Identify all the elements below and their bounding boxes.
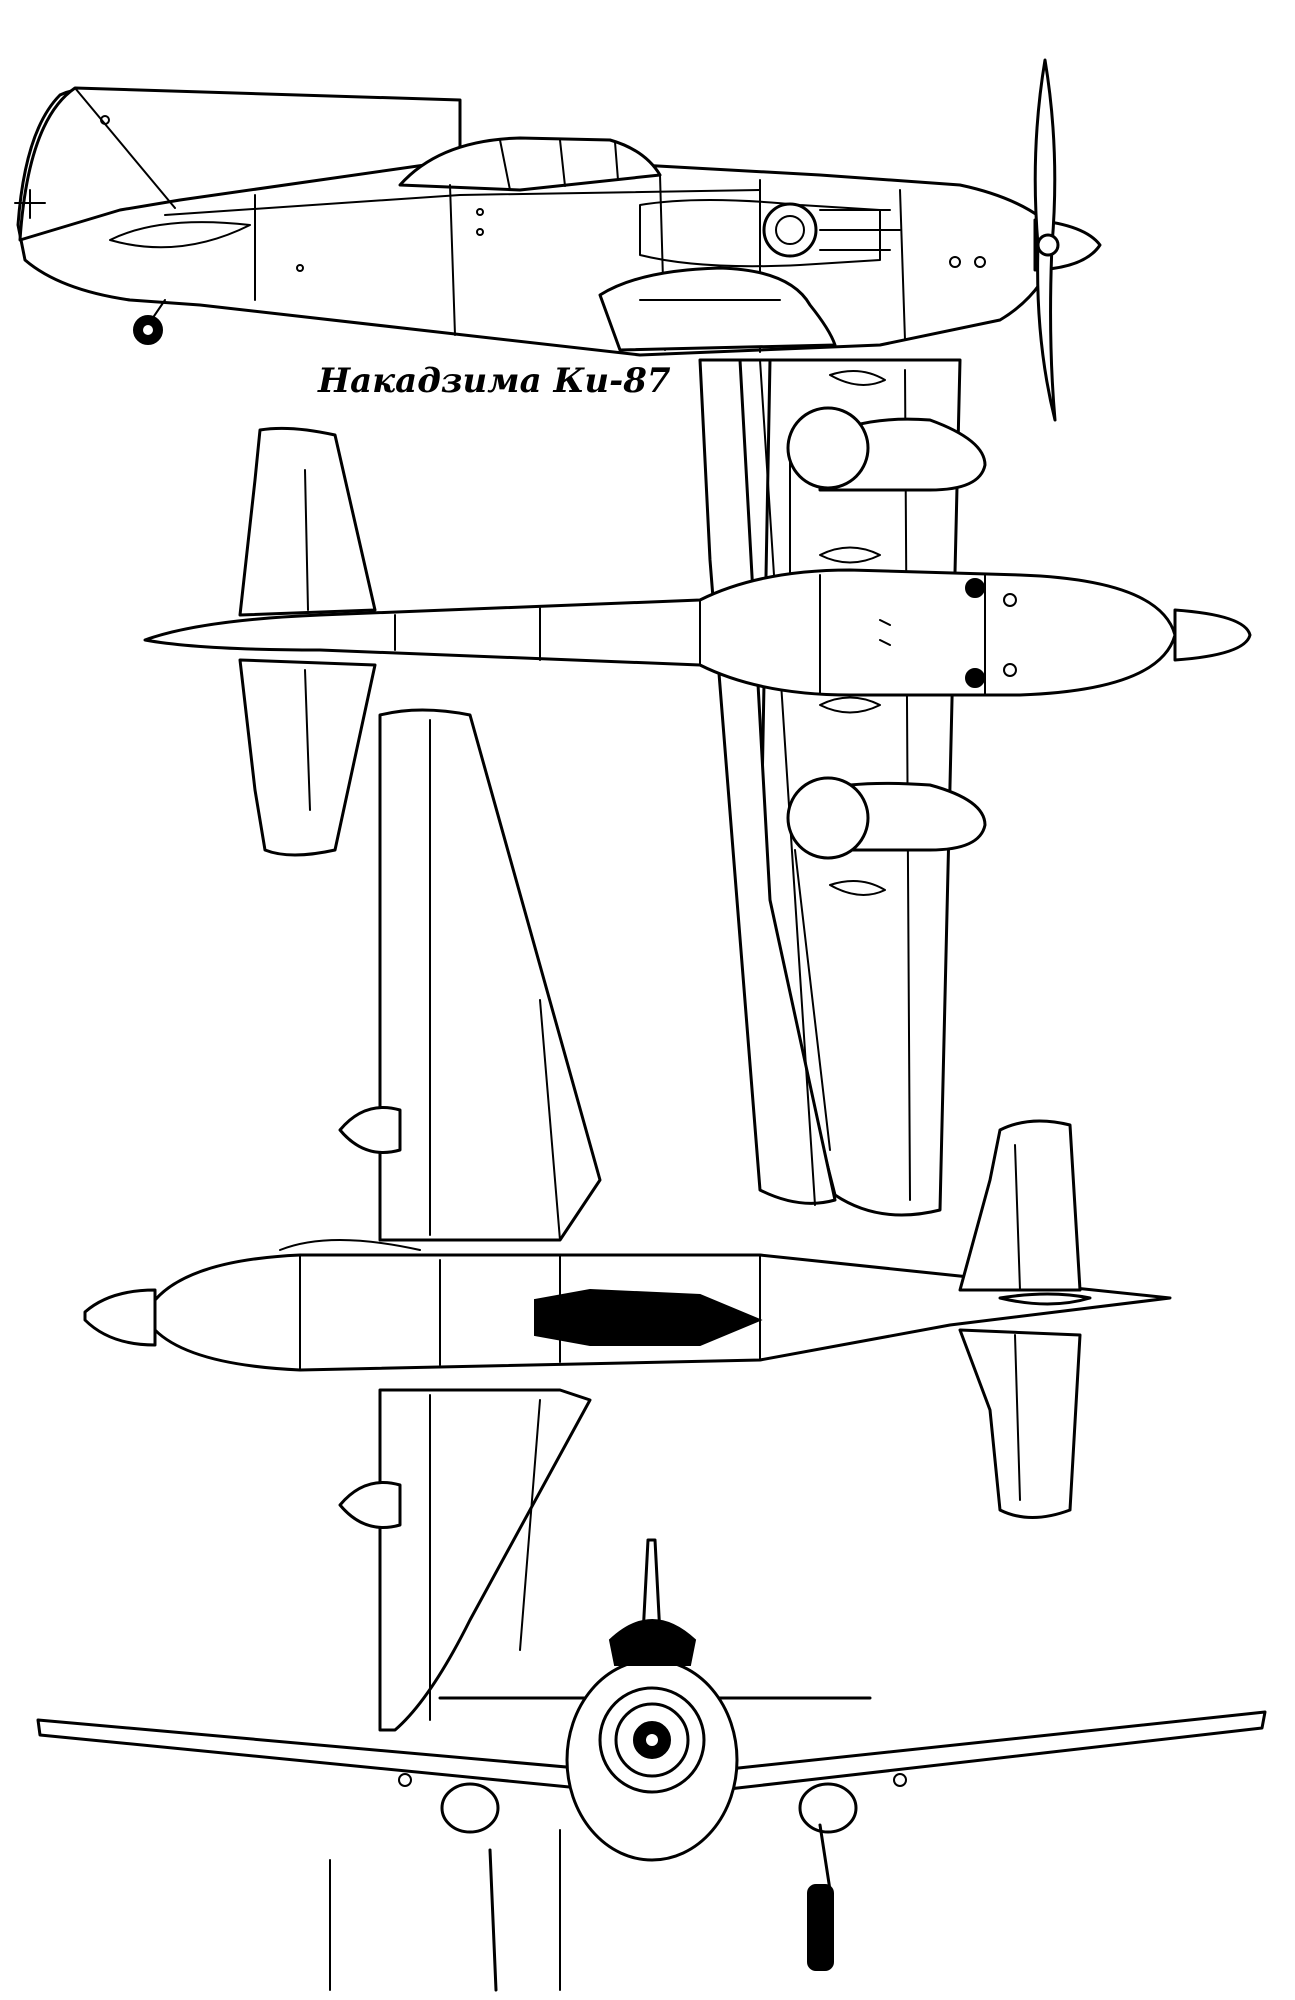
side-view — [14, 58, 1102, 422]
drawing-title: Накадзима Ки-87 — [317, 361, 671, 401]
underside-view — [83, 708, 1172, 1732]
front-view — [36, 1538, 1267, 1992]
plan-view — [143, 358, 1252, 1217]
